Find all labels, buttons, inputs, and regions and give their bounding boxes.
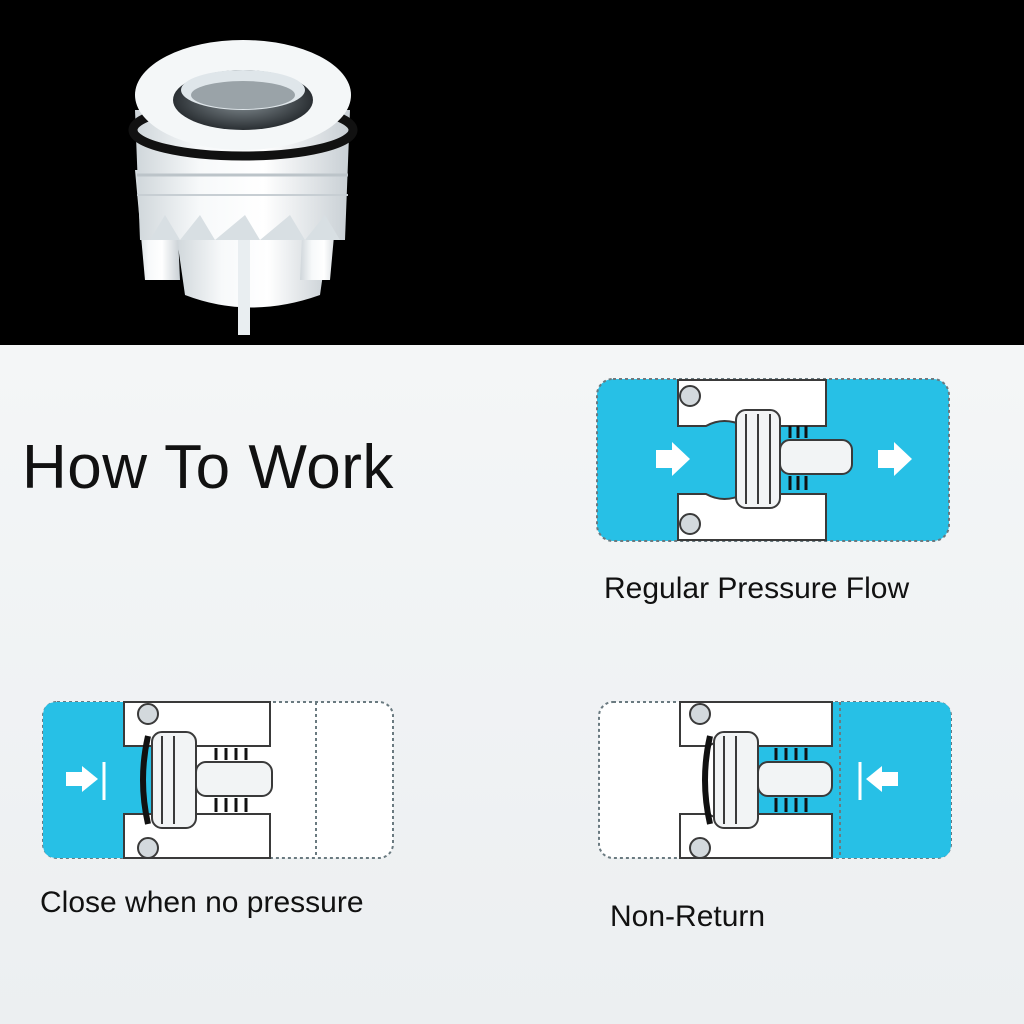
arrow-right-icon xyxy=(878,442,912,476)
caption-regular-flow: Regular Pressure Flow xyxy=(604,572,910,605)
caption-closed: Close when no pressure xyxy=(40,886,364,919)
diagram-non-return xyxy=(596,696,954,864)
diagram-regular-flow xyxy=(594,376,952,544)
caption-non-return: Non-Return xyxy=(610,900,766,933)
page-title: How To Work xyxy=(22,433,394,502)
diagram-closed xyxy=(40,696,396,864)
arrow-left-icon xyxy=(858,762,898,800)
arrow-right-icon xyxy=(656,442,690,476)
arrow-right-icon xyxy=(66,762,106,800)
valve-photo xyxy=(0,0,1024,345)
